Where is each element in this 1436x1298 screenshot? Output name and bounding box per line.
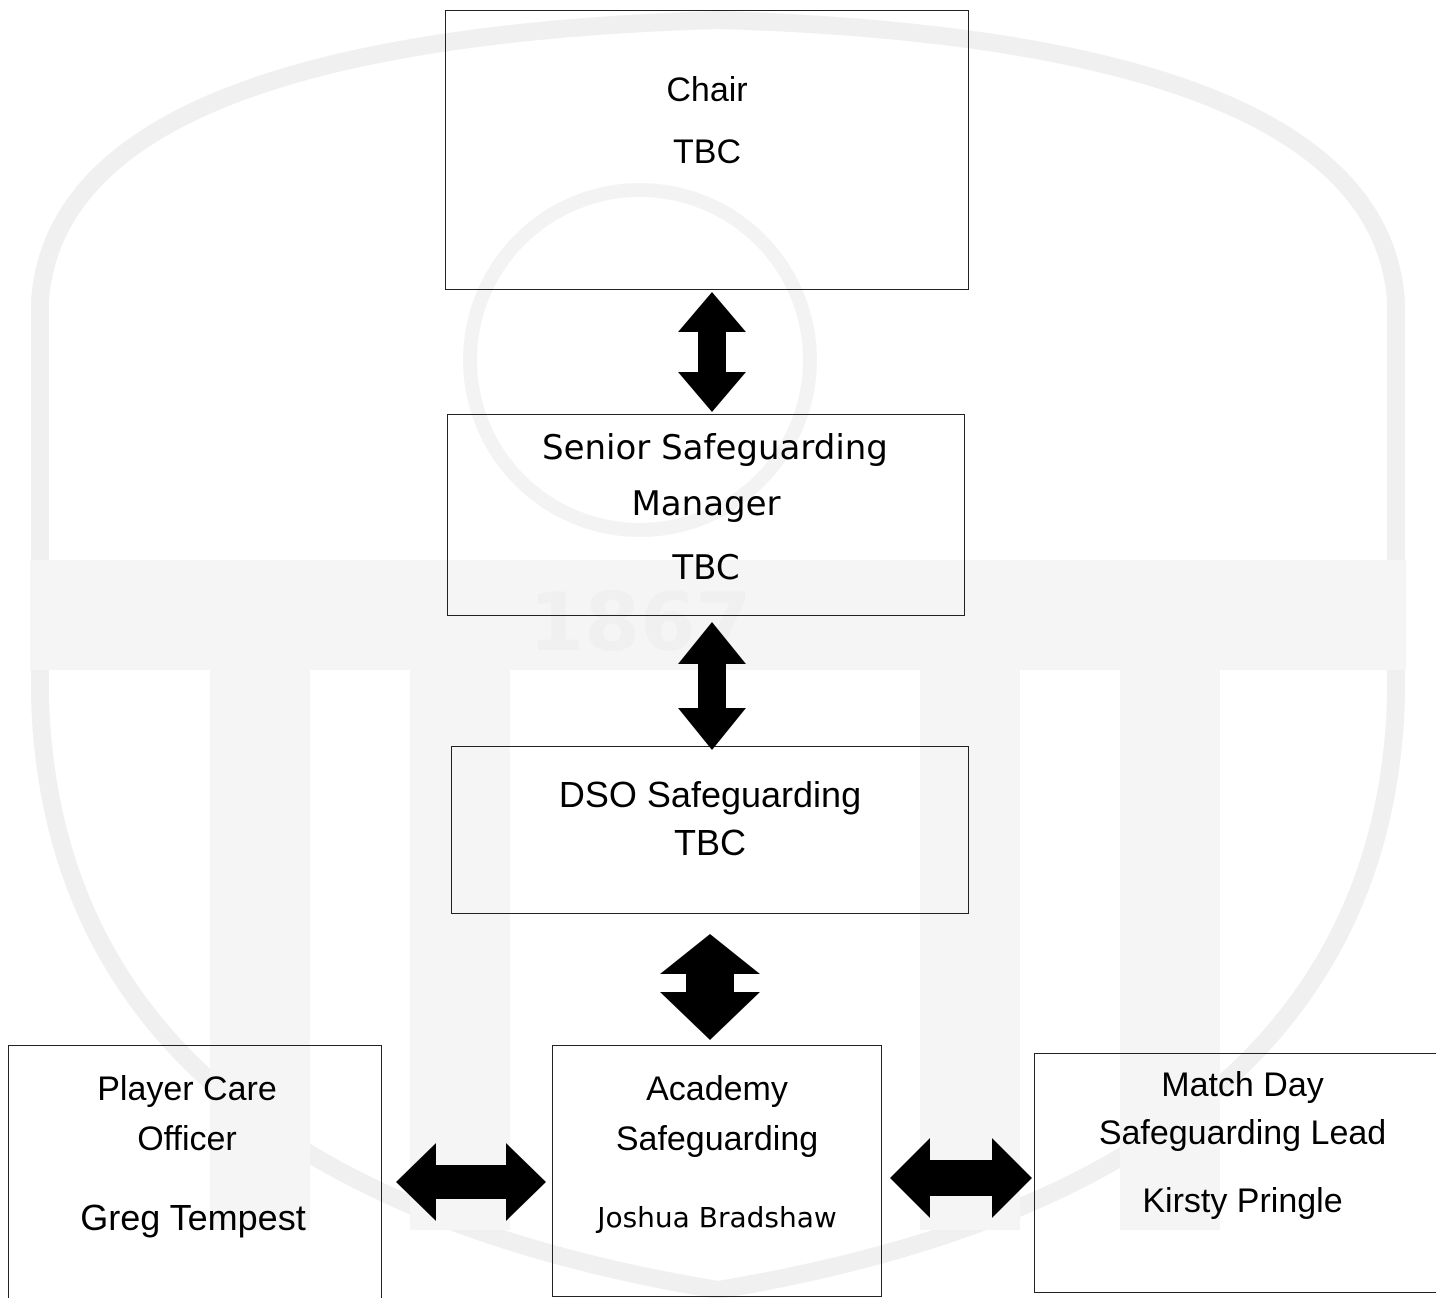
player-care-title-line2: Officer (137, 1120, 237, 1158)
double-arrow-senior-dso (678, 622, 746, 750)
academy-title-line1: Academy (646, 1070, 788, 1108)
chair-box: Chair TBC (445, 10, 969, 290)
match-day-name: Kirsty Pringle (1142, 1182, 1343, 1220)
double-arrow-academy-matchday (890, 1138, 1032, 1218)
dso-safeguarding-box: DSO Safeguarding TBC (451, 746, 969, 914)
senior-title-line2: Manager (631, 484, 781, 524)
match-day-title-line2: Safeguarding Lead (1098, 1114, 1387, 1152)
dso-title: DSO Safeguarding (558, 774, 862, 815)
player-care-box: Player Care Officer Greg Tempest (8, 1045, 382, 1298)
senior-safeguarding-box: Senior Safeguarding Manager TBC (447, 414, 965, 616)
double-arrow-dso-academy (660, 934, 760, 1040)
player-care-title-line1: Player Care (97, 1070, 277, 1108)
match-day-box: Match Day Safeguarding Lead Kirsty Pring… (1034, 1053, 1436, 1293)
match-day-title-line1: Match Day (1161, 1066, 1324, 1104)
senior-title-line1: Senior Safeguarding (542, 428, 888, 468)
player-care-name: Greg Tempest (80, 1197, 306, 1238)
double-arrow-player-academy (396, 1143, 546, 1221)
academy-title-line2: Safeguarding (615, 1120, 819, 1158)
academy-name: Joshua Bradshaw (597, 1201, 837, 1234)
senior-name: TBC (672, 548, 740, 588)
double-arrow-chair-senior (678, 292, 746, 412)
academy-safeguarding-box: Academy Safeguarding Joshua Bradshaw (552, 1045, 882, 1297)
chair-title: Chair (666, 71, 748, 109)
dso-name: TBC (674, 822, 746, 863)
chair-name: TBC (673, 133, 741, 171)
